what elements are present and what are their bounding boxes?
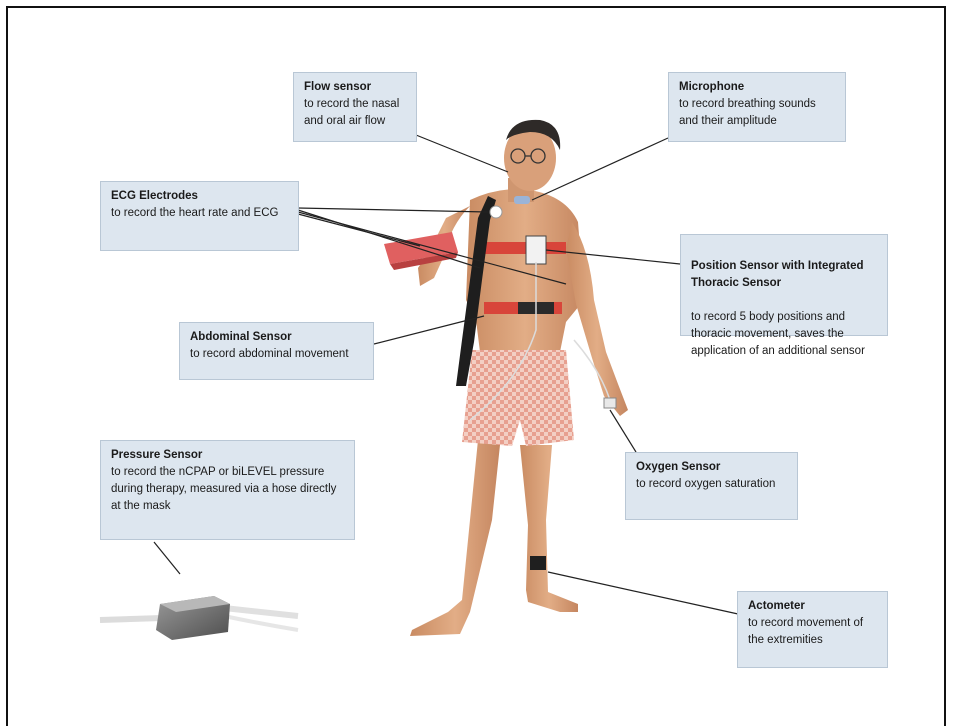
person-figure xyxy=(384,120,628,636)
flow-sensor-label: Flow sensor to record the nasal and oral… xyxy=(293,72,417,142)
position-sensor-desc: to record 5 body positions and thoracic … xyxy=(691,309,877,360)
position-sensor-label: Position Sensor with Integrated Thoracic… xyxy=(680,234,888,336)
oxygen-sensor-title: Oxygen Sensor xyxy=(636,459,787,476)
abdominal-sensor-label: Abdominal Sensor to record abdominal mov… xyxy=(179,322,374,380)
ecg-electrodes-label: ECG Electrodes to record the heart rate … xyxy=(100,181,299,251)
ecg-electrodes-desc: to record the heart rate and ECG xyxy=(111,205,288,222)
flow-sensor-title: Flow sensor xyxy=(304,79,406,96)
ecg-electrodes-title: ECG Electrodes xyxy=(111,188,288,205)
actometer-title: Actometer xyxy=(748,598,877,615)
actometer-label: Actometer to record movement of the extr… xyxy=(737,591,888,668)
microphone-desc: to record breathing sounds and their amp… xyxy=(679,96,835,130)
pressure-sensor-label: Pressure Sensor to record the nCPAP or b… xyxy=(100,440,355,540)
flow-sensor-desc: to record the nasal and oral air flow xyxy=(304,96,406,130)
microphone-title: Microphone xyxy=(679,79,835,96)
pressure-sensor-device xyxy=(100,596,298,640)
abdominal-sensor-desc: to record abdominal movement xyxy=(190,346,363,363)
pressure-sensor-title: Pressure Sensor xyxy=(111,447,344,464)
pressure-sensor-desc: to record the nCPAP or biLEVEL pressure … xyxy=(111,464,344,515)
microphone-label: Microphone to record breathing sounds an… xyxy=(668,72,846,142)
abdominal-sensor-title: Abdominal Sensor xyxy=(190,329,363,346)
oxygen-sensor-desc: to record oxygen saturation xyxy=(636,476,787,493)
oxygen-sensor-label: Oxygen Sensor to record oxygen saturatio… xyxy=(625,452,798,520)
position-sensor-title: Position Sensor with Integrated Thoracic… xyxy=(691,258,877,292)
actometer-desc: to record movement of the extremities xyxy=(748,615,877,649)
